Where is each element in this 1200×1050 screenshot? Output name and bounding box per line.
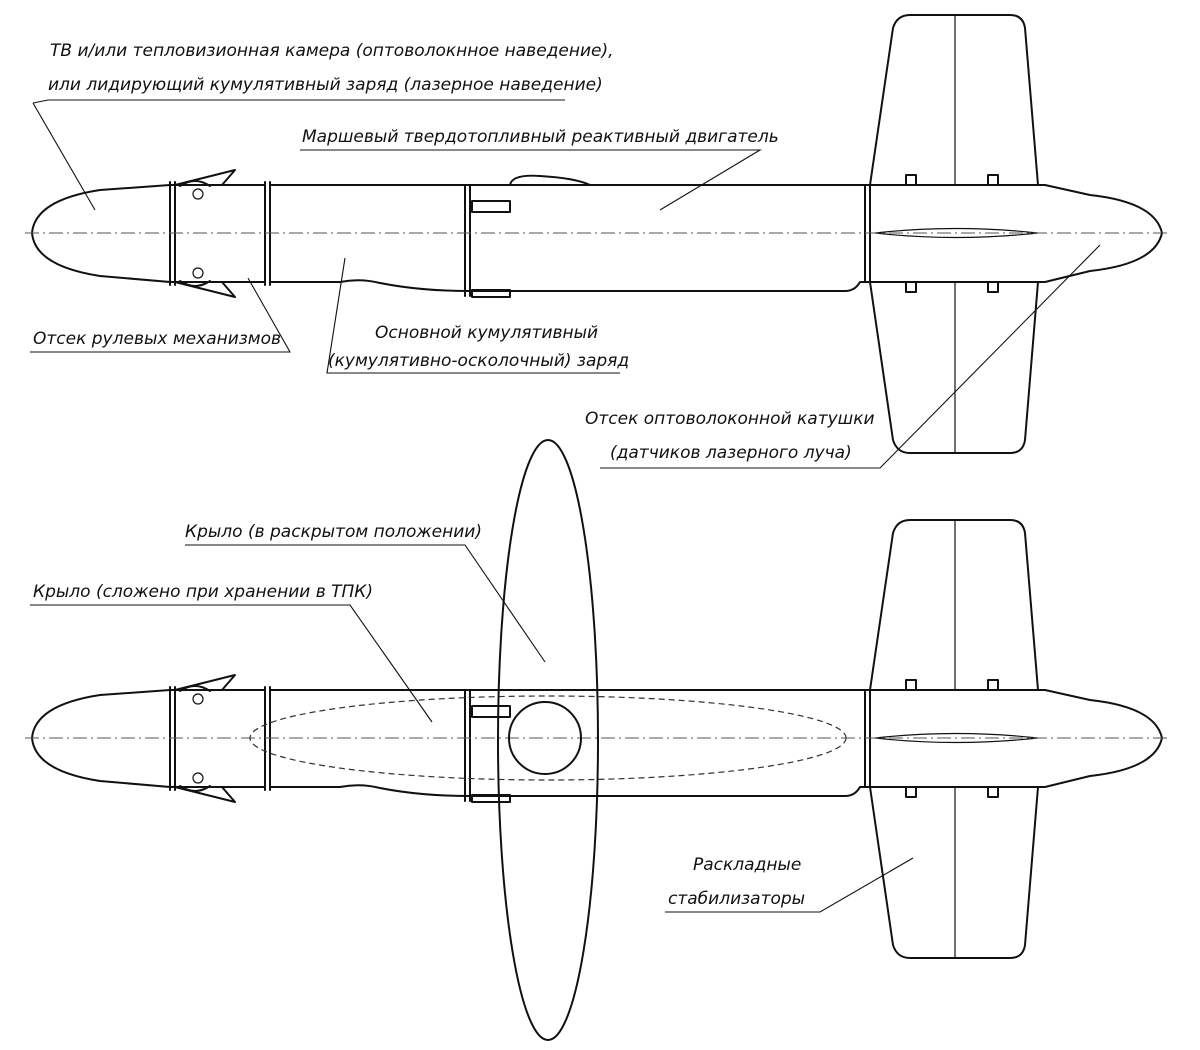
label-spool-line1: Отсек оптоволоконной катушки xyxy=(585,409,875,429)
labels: ТВ и/или тепловизионная камера (оптоволо… xyxy=(33,41,875,909)
label-warhead-line2: (кумулятивно-осколочный) заряд xyxy=(328,351,629,371)
folded-wing-outline xyxy=(249,695,847,781)
label-wing-open: Крыло (в раскрытом положении) xyxy=(185,522,482,542)
label-fins-line1: Раскладные xyxy=(693,855,801,875)
label-warhead-line1: Основной кумулятивный xyxy=(375,323,598,343)
label-fins-line2: стабилизаторы xyxy=(668,889,805,909)
label-engine: Маршевый твердотопливный реактивный двиг… xyxy=(302,127,779,147)
leader-lines xyxy=(30,99,1101,913)
label-spool-line2: (датчиков лазерного луча) xyxy=(610,443,852,463)
deployed-wing xyxy=(497,439,599,1041)
wing-pivot xyxy=(508,701,582,775)
label-camera-line1: ТВ и/или тепловизионная камера (оптоволо… xyxy=(50,41,614,61)
label-steering: Отсек рулевых механизмов xyxy=(33,329,281,349)
missile-top-view xyxy=(24,14,1171,454)
label-wing-folded: Крыло (сложено при хранении в ТПК) xyxy=(33,582,373,602)
label-camera-line2: или лидирующий кумулятивный заряд (лазер… xyxy=(48,75,603,95)
missile-bottom-view xyxy=(24,439,1171,1041)
